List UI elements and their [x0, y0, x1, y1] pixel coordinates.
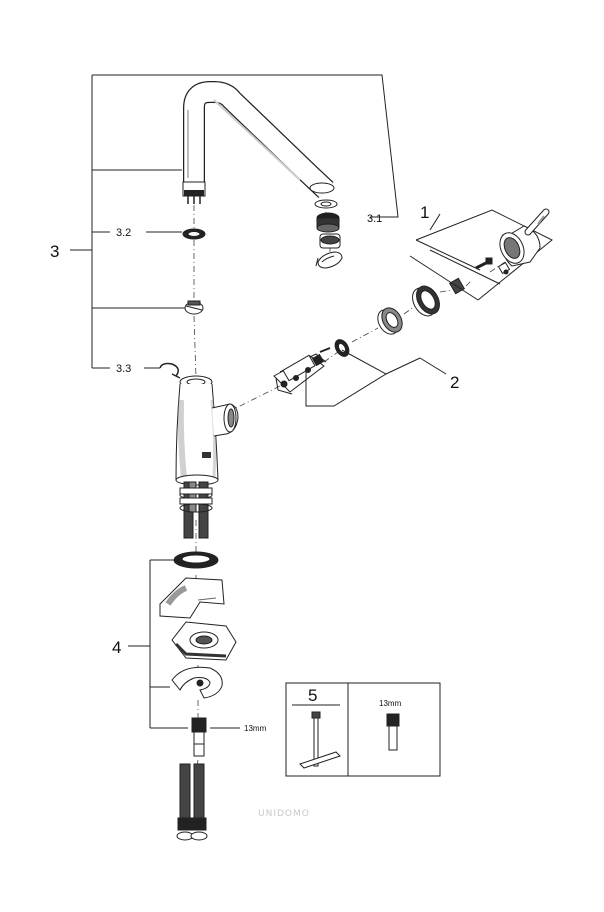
cartridge [273, 347, 331, 395]
cartridge-nut [377, 307, 403, 335]
screw-pin [497, 261, 511, 275]
group-1-bracket [409, 209, 553, 301]
retaining-ring [184, 300, 204, 315]
spout-pipe [182, 81, 335, 204]
supply-hoses-upper [179, 481, 213, 539]
cover-sleeve [412, 285, 440, 317]
handle-lever [499, 208, 550, 267]
fixing-clamp [171, 666, 223, 699]
aerator-part-3-1 [314, 199, 343, 269]
assembly-tool [299, 711, 341, 769]
label-part-1: 1 [420, 203, 429, 222]
label-part-3: 3 [50, 242, 59, 261]
label-part-3-3: 3.3 [116, 363, 131, 375]
clip-part-3-3 [159, 362, 181, 379]
hex-nut-13mm [191, 717, 207, 757]
label-nut-size: 13mm [244, 724, 267, 733]
label-box-size: 13mm [379, 699, 402, 708]
label-part-3-2: 3.2 [116, 227, 131, 239]
watermark: UNIDOMO [258, 809, 310, 819]
rubber-seal [173, 551, 219, 569]
support-plate [159, 577, 225, 619]
label-part-5: 5 [308, 686, 317, 705]
group-2-bracket [305, 349, 447, 407]
tool-box [285, 682, 441, 777]
box-hex-nut [386, 713, 400, 751]
supply-hoses-lower [176, 763, 208, 841]
label-part-3-1: 3.1 [367, 213, 382, 225]
label-part-4: 4 [112, 638, 121, 657]
set-screw [475, 257, 493, 270]
group-4-bracket [128, 559, 240, 729]
mounting-plate [171, 621, 237, 661]
cartridge-o-ring [334, 339, 350, 357]
label-part-2: 2 [450, 373, 459, 392]
group-3-bracket [70, 74, 399, 369]
o-ring-part-3-2 [182, 228, 206, 240]
faucet-body [175, 375, 239, 486]
